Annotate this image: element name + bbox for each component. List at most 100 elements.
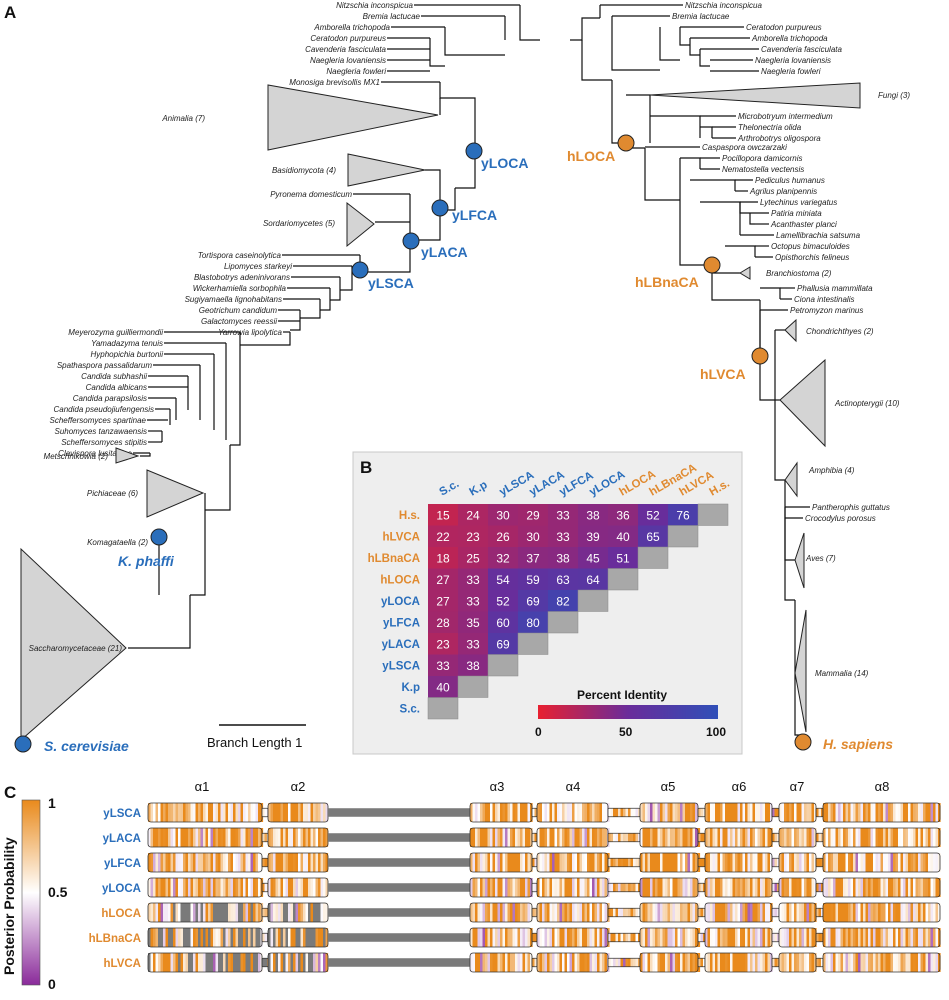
alignment-column <box>258 928 261 947</box>
alignment-column <box>300 828 304 847</box>
cluster5 <box>290 310 301 331</box>
clade-pichiaceae <box>146 469 205 518</box>
alignment-column <box>767 803 771 822</box>
alignment-column <box>786 903 790 922</box>
alignment-column <box>323 803 326 822</box>
alignment-column <box>268 953 271 972</box>
alignment-column <box>762 803 766 822</box>
alignment-column <box>762 853 766 872</box>
alignment-column <box>183 903 186 922</box>
node-ylaca <box>402 232 420 250</box>
alignment-column <box>293 803 296 822</box>
alignment-column <box>809 953 812 972</box>
clade-branchiostoma <box>739 266 751 280</box>
alignment-column <box>685 853 688 872</box>
alignment-column <box>155 903 159 922</box>
alignment-column <box>682 953 686 972</box>
h-nae <box>699 49 710 67</box>
alignment-column <box>238 953 241 972</box>
alignment-column <box>895 828 899 847</box>
alignment-column <box>280 853 284 872</box>
alignment-column <box>582 878 585 897</box>
alignment-column <box>559 928 563 947</box>
alignment-column <box>823 828 826 847</box>
alignment-column <box>640 878 643 897</box>
alignment-column <box>218 803 221 822</box>
alignment-column <box>806 853 810 872</box>
alignment-column <box>557 928 560 947</box>
alignment-column <box>255 828 259 847</box>
alignment-column <box>801 953 805 972</box>
alignment-column <box>920 953 924 972</box>
heatmap-cell-5-3 <box>518 611 548 633</box>
alignment-column <box>325 953 329 972</box>
alignment-column <box>215 903 219 922</box>
alignment-column <box>868 853 871 872</box>
alignment-column <box>472 903 476 922</box>
alignment-column <box>275 953 279 972</box>
alignment-column <box>604 928 608 947</box>
alignment-column <box>843 853 846 872</box>
alignment-column <box>883 878 886 897</box>
alignment-column <box>903 878 906 897</box>
alignment-column <box>323 853 326 872</box>
alignment-column <box>767 878 771 897</box>
alignment-column <box>290 903 294 922</box>
alignment-column <box>830 878 834 897</box>
alignment-column <box>480 828 483 847</box>
alignment-column <box>662 903 666 922</box>
alignment-column <box>195 903 199 922</box>
alignment-column <box>505 878 508 897</box>
human-collapsed-clades: Fungi (3)Branchiostoma (2)Chondrichthyes… <box>649 82 910 733</box>
alignment-column <box>796 878 800 897</box>
alignment-column <box>213 903 216 922</box>
alignment-column <box>645 928 648 947</box>
alignment-column <box>655 853 658 872</box>
alignment-column <box>530 903 533 922</box>
alignment-column <box>482 953 486 972</box>
alignment-column <box>574 828 578 847</box>
alignment-column <box>742 853 746 872</box>
alignment-column <box>727 928 731 947</box>
alignment-column <box>682 903 686 922</box>
alignment-column <box>687 953 691 972</box>
alignment-column <box>532 933 535 942</box>
alignment-column <box>500 903 503 922</box>
alignment-column <box>781 953 785 972</box>
alignment-column <box>928 953 931 972</box>
alignment-column <box>517 878 521 897</box>
heatmap-value-2-1: 25 <box>466 551 480 565</box>
alignment-column <box>283 903 286 922</box>
alignment-column <box>148 928 151 947</box>
alignment-column <box>243 878 246 897</box>
alignment-column <box>777 933 780 942</box>
alignment-column <box>218 828 221 847</box>
alignment-column <box>665 803 668 822</box>
heatmap-cell-2-5 <box>578 547 608 569</box>
alignment-column <box>183 803 186 822</box>
alignment-column <box>670 928 673 947</box>
alignment-column <box>203 878 206 897</box>
alignment-column <box>848 953 851 972</box>
alignment-column <box>285 828 289 847</box>
alignment-column <box>623 808 626 817</box>
alignment-column <box>865 928 869 947</box>
alignment-column <box>915 928 919 947</box>
alignment-column <box>745 903 748 922</box>
alignment-column <box>472 953 476 972</box>
alignment-column <box>752 953 756 972</box>
alignment-column <box>293 928 296 947</box>
alignment-column <box>300 878 304 897</box>
heatmap-cell-6-0 <box>428 633 458 655</box>
alignment-column <box>505 953 508 972</box>
alignment-column <box>672 803 676 822</box>
alignment-column <box>781 878 785 897</box>
alignment-column <box>537 928 540 947</box>
alignment-column <box>592 953 595 972</box>
alignment-column <box>472 828 476 847</box>
alignment-column <box>806 878 810 897</box>
alignment-column <box>633 808 636 817</box>
alignment-column <box>672 928 676 947</box>
alignment-column <box>895 953 899 972</box>
alignment-column <box>495 878 498 897</box>
